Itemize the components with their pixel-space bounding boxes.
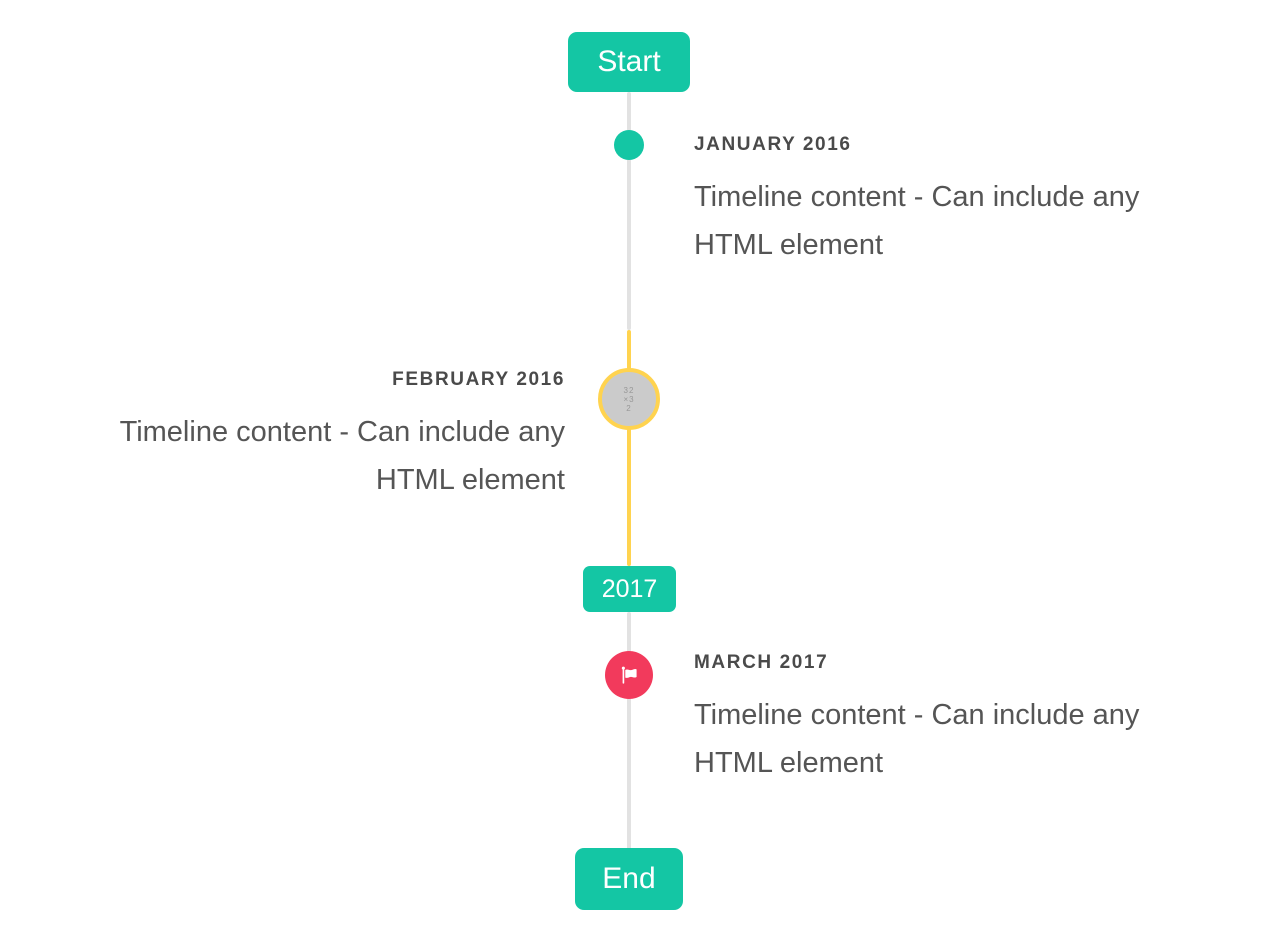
year-badge-2017[interactable]: 2017 [583, 566, 676, 612]
timeline-item-february: FEBRUARY 2016 Timeline content - Can inc… [35, 369, 565, 504]
january-dot-marker [614, 130, 644, 160]
broken-image-placeholder: 32 ×32 [623, 385, 635, 413]
timeline-item-march: MARCH 2017 Timeline content - Can includ… [694, 652, 1224, 787]
flag-icon [618, 664, 641, 687]
item-date-january: JANUARY 2016 [694, 134, 852, 155]
march-flag-marker [605, 651, 653, 699]
item-date-march: MARCH 2017 [694, 652, 829, 673]
start-button[interactable]: Start [568, 32, 690, 92]
timeline-line-segment-bottom [627, 612, 631, 850]
item-body-march: Timeline content - Can include any HTML … [694, 699, 1140, 779]
february-avatar-marker: 32 ×32 [598, 368, 660, 430]
timeline-line-segment-highlighted [627, 330, 631, 566]
item-body-february: Timeline content - Can include any HTML … [119, 416, 565, 496]
item-body-january: Timeline content - Can include any HTML … [694, 181, 1140, 261]
timeline-line-segment-top [627, 92, 631, 330]
end-button[interactable]: End [575, 848, 683, 910]
item-date-february: FEBRUARY 2016 [392, 369, 565, 390]
timeline-item-january: JANUARY 2016 Timeline content - Can incl… [694, 134, 1224, 269]
